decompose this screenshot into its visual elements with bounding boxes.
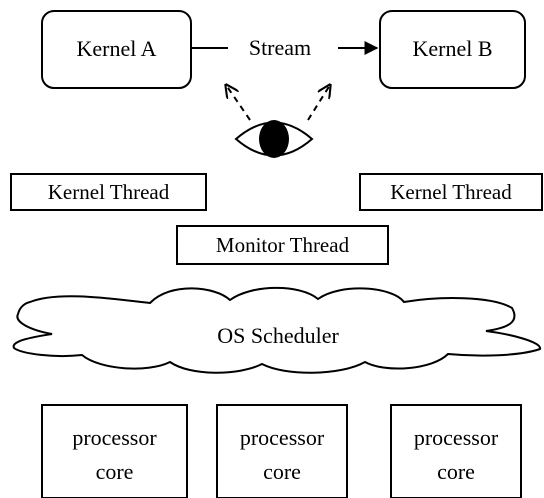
right-kernel-thread: Kernel Thread [359,173,543,211]
os-scheduler-cloud: OS Scheduler [12,286,541,374]
kernel-b-node: Kernel B [379,10,526,89]
eye-icon [234,120,314,158]
processor-core-2-line1: processor [240,425,325,450]
processor-core-3-line2: core [437,459,475,484]
processor-core-1-line2: core [96,459,134,484]
processor-core-2-line2: core [263,459,301,484]
os-scheduler-label: OS Scheduler [217,323,339,348]
processor-core-3-line1: processor [414,425,499,450]
kernel-b-label: Kernel B [412,36,492,61]
processor-core-2: processor core [216,404,348,498]
kernel-a-node: Kernel A [41,10,192,89]
processor-core-1-line1: processor [72,425,157,450]
monitor-arrow-left [226,85,251,121]
left-kernel-thread-label: Kernel Thread [48,180,170,204]
left-kernel-thread: Kernel Thread [10,173,207,211]
processor-core-1: processor core [41,404,188,498]
kernel-a-label: Kernel A [76,36,156,61]
processor-core-3: processor core [390,404,522,498]
monitor-thread-label: Monitor Thread [216,233,350,257]
right-kernel-thread-label: Kernel Thread [390,180,512,204]
stream-label: Stream [249,35,311,60]
monitor-arrow-right [307,85,330,121]
monitor-thread: Monitor Thread [176,225,389,265]
